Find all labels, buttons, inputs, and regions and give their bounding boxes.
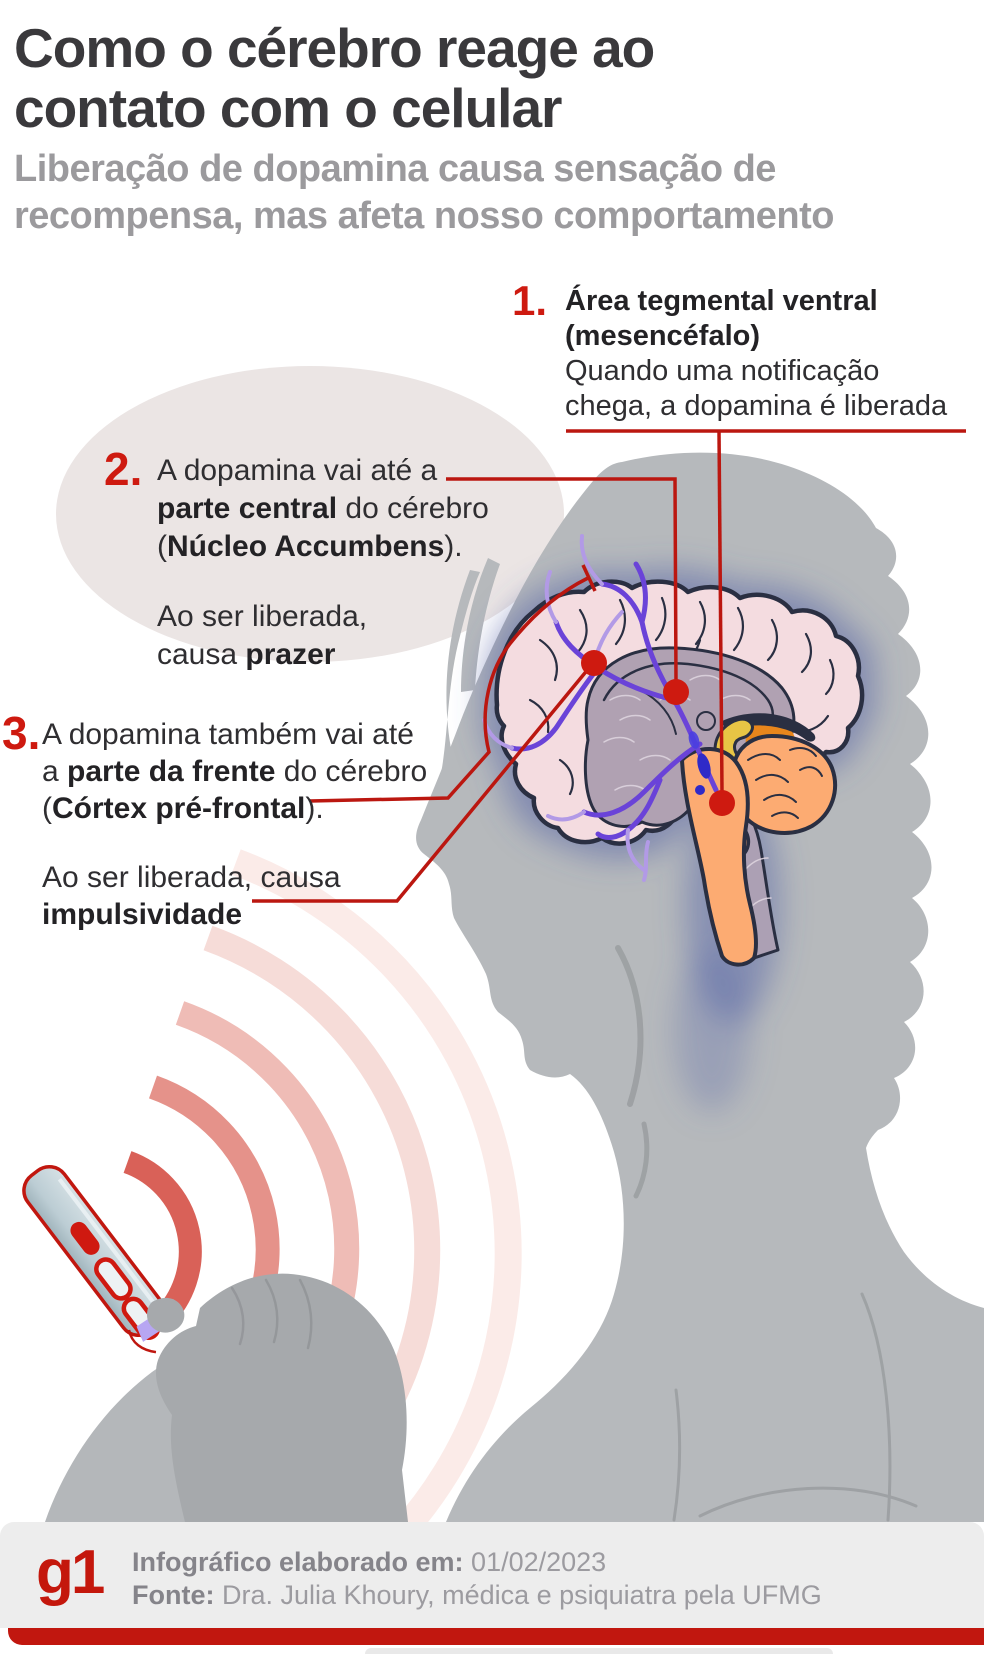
- phone-notification-pill: [70, 1221, 100, 1255]
- midbrain-circle: [696, 711, 716, 731]
- footer-line-1: Infográfico elaborado em: 01/02/2023: [132, 1546, 822, 1579]
- brain-illustration: [482, 534, 865, 967]
- silhouette-shading: [615, 945, 918, 1522]
- speech-bubble-ellipse: [56, 366, 564, 662]
- annotation-3-number: 3.: [2, 707, 41, 759]
- subtitle-line-2: recompensa, mas afeta nosso comportament…: [14, 195, 834, 237]
- brainstem: [680, 746, 759, 967]
- annotation-1-text: Área tegmental ventral(mesencéfalo)Quand…: [565, 285, 948, 422]
- callout-line-1: [717, 430, 724, 792]
- callout-lines: [252, 429, 966, 903]
- g1-logo: g1: [36, 1538, 105, 1607]
- footer-source-value: Dra. Julia Khoury, médica e psiquiatra p…: [214, 1580, 822, 1610]
- footer-red-bar: [8, 1628, 984, 1645]
- hair-wisps: [434, 558, 500, 800]
- callout-line-3-tick: [581, 564, 597, 592]
- page-subtitle: Liberação de dopamina causa sensação de …: [14, 146, 834, 240]
- footer-credits-bar: [0, 1522, 984, 1628]
- footer-source-label: Fonte:: [132, 1580, 215, 1610]
- phone-button-1: [94, 1257, 133, 1301]
- cerebellum-folia: [747, 747, 823, 819]
- fingertip: [147, 1297, 185, 1333]
- vta-blue-blob: [697, 753, 711, 779]
- footer-date-label: Infográfico elaborado em:: [132, 1547, 464, 1577]
- callout-line-3: [309, 576, 589, 803]
- callout-line-2: [446, 477, 678, 682]
- phone-icon: [22, 1164, 167, 1354]
- annotation-2-number: 2.: [104, 443, 143, 495]
- callout-line-4: [252, 666, 591, 903]
- marker-dot-vta: [709, 790, 735, 816]
- finger-lines: [230, 1278, 313, 1350]
- marker-dot-nucleus-accumbens: [663, 679, 689, 705]
- red-marker-dots: [581, 650, 735, 816]
- footer-date-value: 01/02/2023: [463, 1547, 607, 1577]
- marker-dot-prefrontal: [581, 650, 607, 676]
- subtitle-line-1: Liberação de dopamina causa sensação de: [14, 148, 776, 190]
- footer-text: Infográfico elaborado em: 01/02/2023 Fon…: [132, 1546, 822, 1612]
- vta-blue-blob-2: [688, 731, 700, 749]
- footer-line-2: Fonte: Dra. Julia Khoury, médica e psiqu…: [132, 1579, 822, 1612]
- title-line-2: contato com o celular: [14, 77, 562, 139]
- title-line-1: Como o cérebro reage ao: [14, 17, 655, 79]
- annotation-1-number: 1.: [512, 277, 548, 324]
- hand: [155, 1273, 408, 1522]
- page-bottom-bar: [365, 1648, 833, 1654]
- page-title: Como o cérebro reage ao contato com o ce…: [14, 17, 655, 139]
